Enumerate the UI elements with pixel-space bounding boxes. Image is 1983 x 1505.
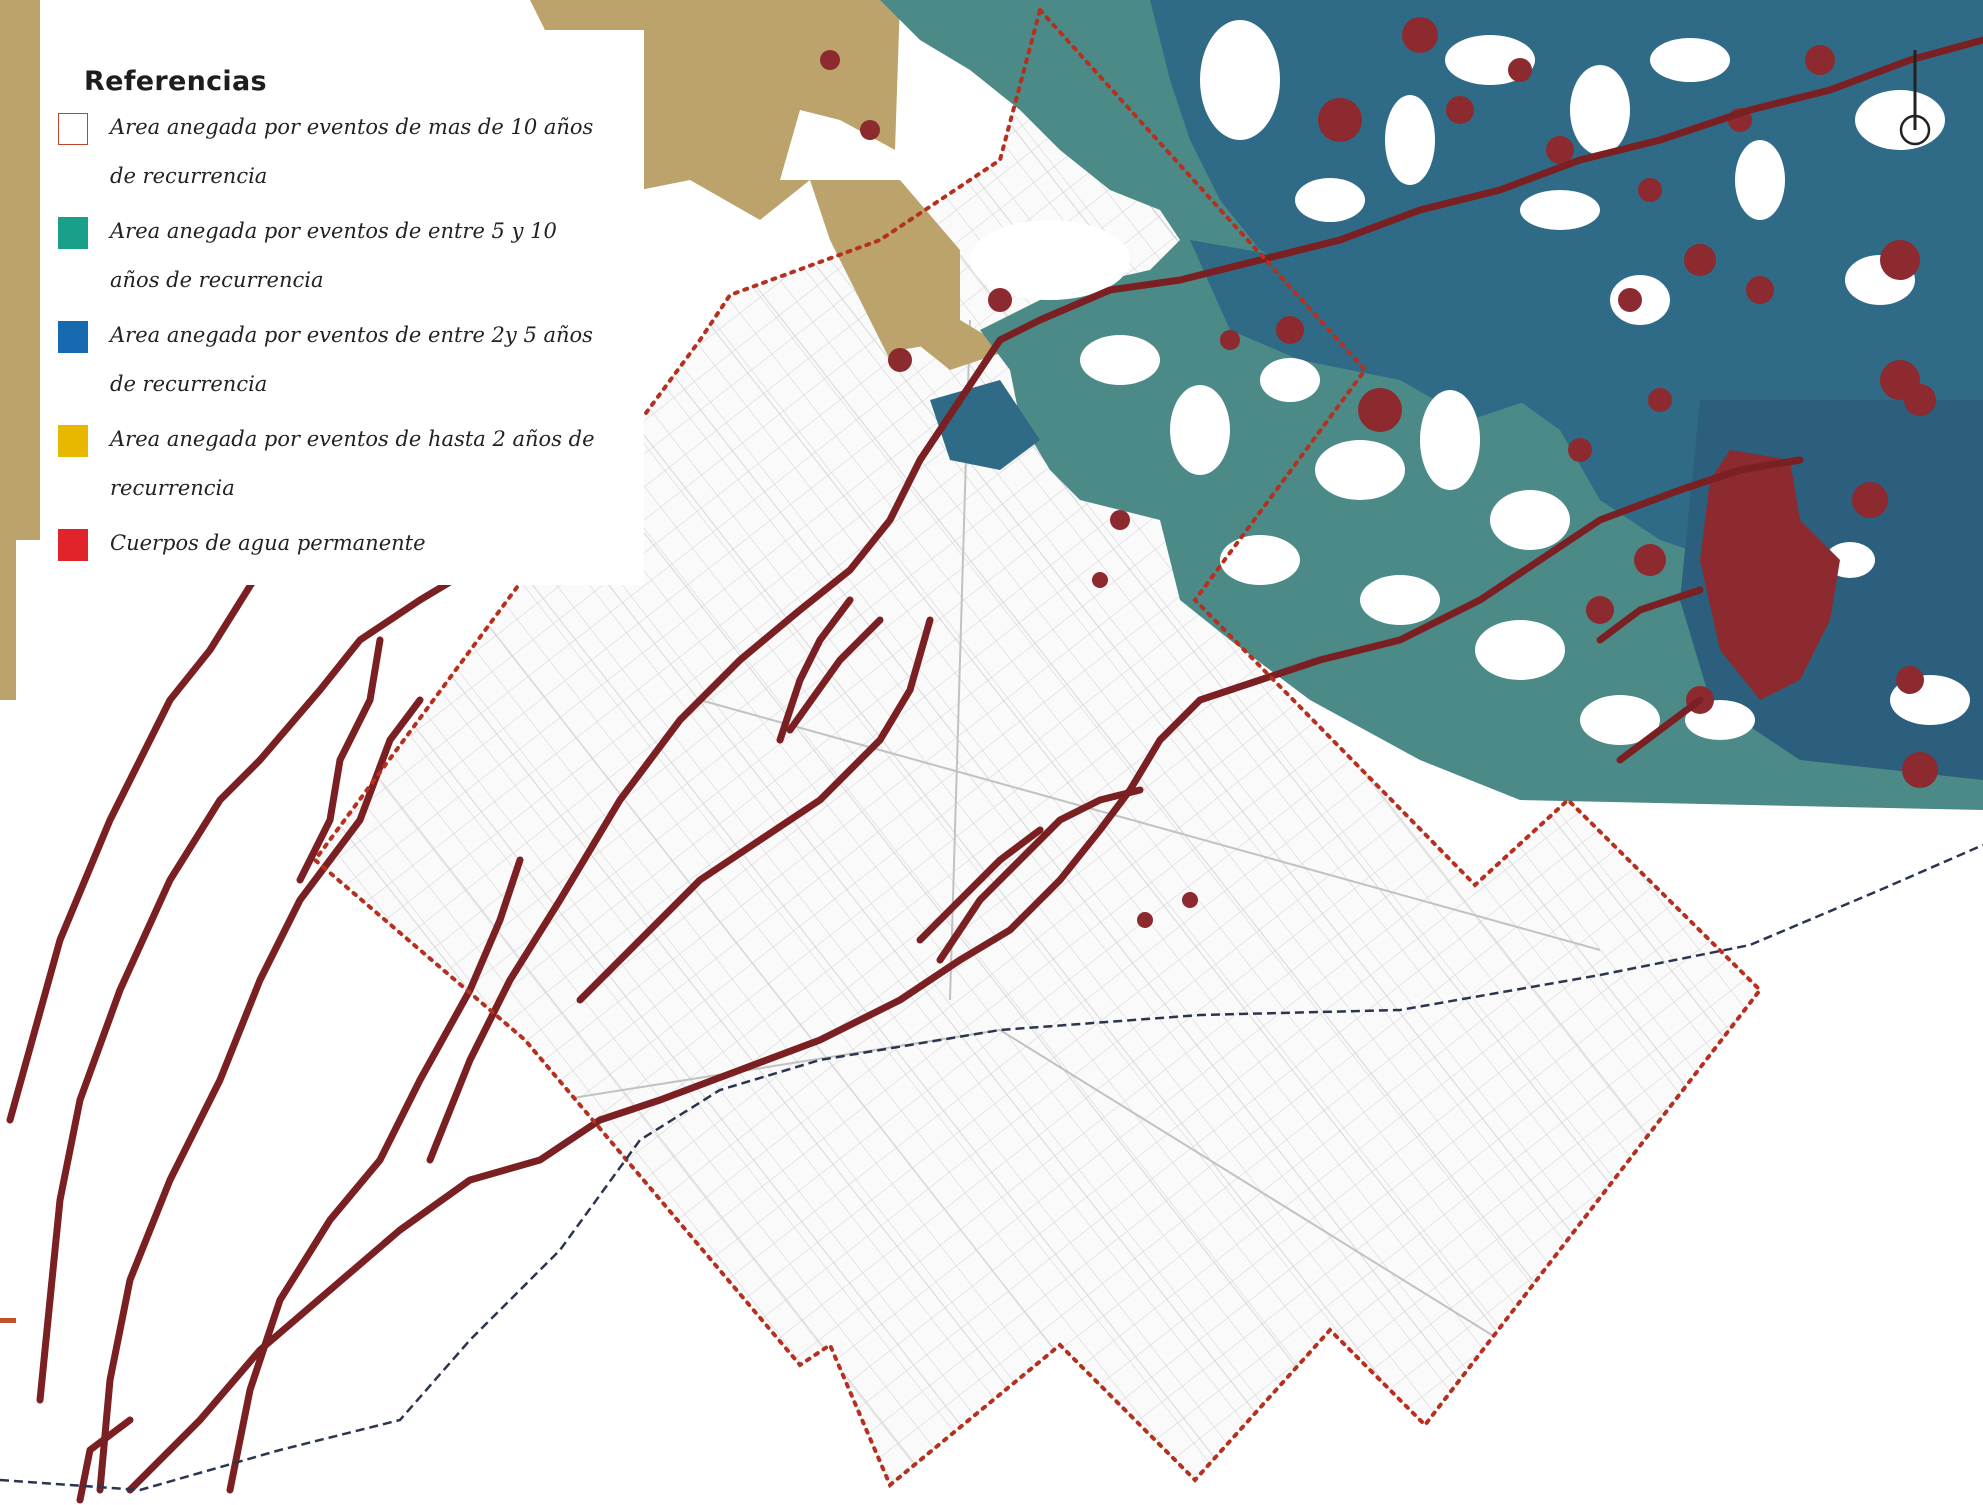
legend-item-upto2: Area anegada por eventos de hasta 2 años… — [58, 415, 644, 513]
legend-label-2to5-line2: de recurrencia — [110, 372, 268, 396]
white-blobs — [970, 20, 1970, 745]
legend-title: Referencias — [84, 66, 267, 97]
legend-swatch-2to5 — [58, 321, 88, 353]
legend-label-2to5-line1: Area anegada por eventos de entre 2y 5 a… — [110, 323, 593, 347]
legend-item-2to5: Area anegada por eventos de entre 2y 5 a… — [58, 311, 644, 409]
north-arrow-icon — [1899, 50, 1931, 146]
legend-swatch-10plus — [58, 113, 88, 145]
edge-marker — [0, 1318, 16, 1323]
legend-label-5to10-line2: años de recurrencia — [110, 268, 324, 292]
legend-label-permanent: Cuerpos de agua permanente — [110, 531, 426, 555]
legend-swatch-5to10 — [58, 217, 88, 249]
legend-label-upto2-line2: recurrencia — [110, 476, 235, 500]
legend-label-10plus-line1: Area anegada por eventos de mas de 10 añ… — [110, 115, 594, 139]
legend-item-5to10: Area anegada por eventos de entre 5 y 10… — [58, 207, 644, 305]
permanent-water-bodies — [820, 17, 1938, 928]
legend-label-5to10-line1: Area anegada por eventos de entre 5 y 10 — [110, 219, 557, 243]
legend-label-upto2-line1: Area anegada por eventos de hasta 2 años… — [110, 427, 595, 451]
legend-swatch-permanent — [58, 529, 88, 561]
legend-item-permanent: Cuerpos de agua permanente — [58, 519, 644, 568]
municipality-outline — [312, 5, 1763, 1489]
legend-label-10plus-line2: de recurrencia — [110, 164, 268, 188]
legend-swatch-upto2 — [58, 425, 88, 457]
sediment-area — [0, 0, 1010, 700]
railway-line — [0, 843, 1983, 1492]
legend-item-10plus: Area anegada por eventos de mas de 10 añ… — [58, 103, 644, 201]
stream-network — [6, 36, 1983, 1504]
map-legend: Referencias Area anegada por eventos de … — [42, 30, 644, 585]
